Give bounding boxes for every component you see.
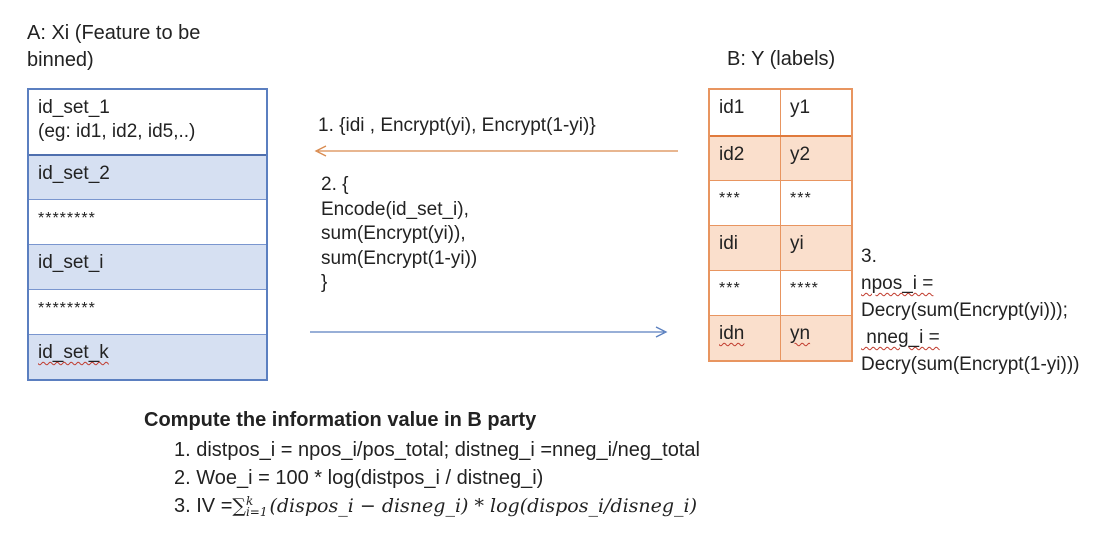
label-text: yn (790, 323, 811, 344)
party-b-label-table: id1 y1 id2 y2 *** *** idi yi *** **** id… (708, 88, 853, 362)
party-a-title-line1: A: Xi (Feature to be (27, 22, 201, 44)
step3-text: npos_i = (861, 273, 934, 294)
formula-distribution: 1. distpos_i = npos_i/pos_total; distneg… (174, 437, 700, 464)
party-a-title-line2: binned) (27, 49, 94, 71)
label-row: *** **** (710, 270, 851, 315)
id-set-label: id_set_1 (38, 97, 110, 118)
formula-text: 2. Woe_i = 100 * log(distpos_i / distneg… (174, 467, 544, 489)
arrow-b-to-a (314, 145, 678, 157)
id-set-example: (eg: id1, id2, id5,..) (38, 121, 196, 142)
id-set-label: id_set_k (38, 342, 109, 363)
placeholder-stars: ******** (38, 300, 96, 317)
step3-line: npos_i = (861, 270, 1080, 297)
label-cell: y2 (790, 144, 811, 165)
sum-symbol: ∑ (232, 495, 246, 517)
id-set-label: id_set_2 (38, 163, 110, 184)
label-cell: y1 (790, 97, 811, 118)
id-cell: *** (710, 181, 781, 225)
placeholder-stars: ******** (38, 210, 96, 227)
label-row: idi yi (710, 225, 851, 270)
step3-line: Decry(sum(Encrypt(yi))); (861, 300, 1068, 321)
id-cell: idi (710, 226, 781, 270)
step2-line: 2. { (321, 174, 349, 195)
step3-text: nneg_i = (861, 327, 940, 348)
label-row: *** *** (710, 180, 851, 225)
formula-iv-prefix: 3. IV = (174, 495, 233, 517)
iv-expression: (dispos_i − disneg_i) * log(dispos_i/dis… (269, 495, 698, 517)
id-cell: idn (710, 316, 781, 360)
step3-message: 3. npos_i = Decry(sum(Encrypt(yi))); nne… (861, 243, 1080, 378)
id-set-row: ******** (29, 199, 266, 244)
id-set-row: ******** (29, 289, 266, 334)
party-b-title: B: Y (labels) (727, 48, 836, 70)
step2-line: sum(Encrypt(yi)), (321, 223, 466, 244)
id-set-row: id_set_1 (eg: id1, id2, id5,..) (29, 90, 266, 154)
step2-line: } (321, 272, 328, 293)
party-a-id-set-table: id_set_1 (eg: id1, id2, id5,..) id_set_2… (27, 88, 268, 381)
label-row: id1 y1 (710, 90, 851, 135)
id-set-row: id_set_k (29, 334, 266, 379)
id-cell: id2 (710, 137, 781, 180)
step1-message: 1. {idi , Encrypt(yi), Encrypt(1-yi)} (318, 115, 596, 136)
step2-line: sum(Encrypt(1-yi)) (321, 247, 478, 269)
id-set-row: id_set_2 (29, 154, 266, 199)
sum-upper-limit: k (245, 493, 254, 508)
party-a-title: A: Xi (Feature to be binned) (27, 20, 200, 74)
formula-woe: 2. Woe_i = 100 * log(distpos_i / distneg… (174, 465, 543, 492)
step3-line: 3. (861, 246, 877, 267)
label-row: id2 y2 (710, 135, 851, 180)
label-cell: *** (790, 190, 812, 207)
id-set-label: id_set_i (38, 252, 104, 273)
sum-lower-limit: i=1 (245, 504, 268, 519)
label-cell: yi (790, 233, 804, 254)
arrow-a-to-b (310, 326, 668, 338)
step3-line: nneg_i = (861, 324, 1080, 351)
id-text: idn (719, 323, 745, 344)
step2-line: Encode(id_set_i), (321, 198, 469, 220)
step3-line: Decry(sum(Encrypt(1-yi))) (861, 354, 1080, 375)
id-cell: id1 (710, 90, 781, 135)
id-cell: *** (710, 271, 781, 315)
formula-text: 1. distpos_i = npos_i/pos_total; distneg… (174, 439, 700, 461)
label-cell: **** (790, 280, 819, 297)
step2-message: 2. { Encode(id_set_i), sum(Encrypt(yi)),… (321, 173, 477, 296)
compute-title: Compute the information value in B party (144, 409, 537, 431)
label-cell: yn (781, 316, 851, 360)
id-set-row: id_set_i (29, 244, 266, 289)
label-row: idn yn (710, 315, 851, 360)
